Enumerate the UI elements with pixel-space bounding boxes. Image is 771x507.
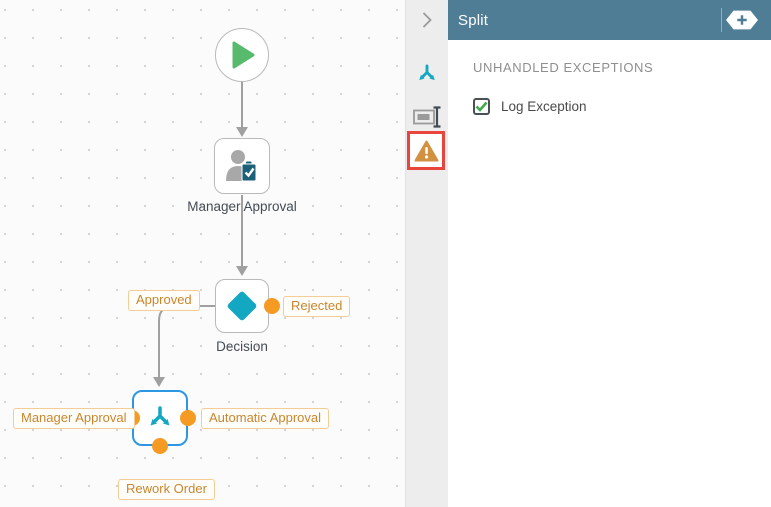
- start-node[interactable]: [215, 28, 269, 82]
- manager-approval-node-label: Manager Approval: [187, 199, 297, 214]
- checkmark-icon: [475, 101, 488, 112]
- add-hexagon-icon[interactable]: [726, 10, 758, 30]
- warning-triangle-icon: [414, 140, 438, 161]
- manager-approval-node[interactable]: [214, 138, 270, 194]
- line-label-approved[interactable]: Approved: [128, 290, 200, 311]
- header-divider: [721, 8, 722, 32]
- decision-diamond-icon: [227, 291, 257, 321]
- panel-body: UNHANDLED EXCEPTIONS Log Exception: [448, 40, 771, 115]
- tool-split-button[interactable]: [406, 54, 448, 94]
- panel-title: Split: [458, 11, 489, 29]
- decision-node[interactable]: [215, 279, 269, 333]
- log-exception-row[interactable]: Log Exception: [473, 98, 771, 115]
- panel-header: Split: [448, 0, 771, 40]
- line-label-rejected[interactable]: Rejected: [283, 296, 351, 317]
- split-icon: [150, 406, 170, 426]
- unhandled-exceptions-title: UNHANDLED EXCEPTIONS: [473, 60, 654, 75]
- collapse-panel-button[interactable]: [406, 0, 448, 40]
- workflow-canvas[interactable]: Manager Approval Decision Approved Rejec…: [0, 0, 405, 507]
- log-exception-checkbox[interactable]: [473, 98, 490, 115]
- split-tool-icon: [419, 64, 435, 81]
- split-right-port[interactable]: [180, 410, 196, 426]
- rename-tool-icon: [412, 106, 440, 128]
- line-label-rework-order[interactable]: Rework Order: [118, 479, 215, 500]
- tool-exceptions-highlight[interactable]: [407, 131, 445, 170]
- line-label-automatic-approval[interactable]: Automatic Approval: [201, 408, 330, 429]
- user-task-icon: [226, 150, 257, 182]
- side-toolbar: [405, 0, 448, 507]
- tool-rename-button[interactable]: [406, 99, 448, 135]
- chevron-right-icon: [422, 12, 432, 28]
- decision-right-port[interactable]: [264, 298, 280, 314]
- connectors-layer: [153, 81, 248, 387]
- log-exception-label: Log Exception: [501, 99, 587, 114]
- decision-node-label: Decision: [216, 339, 268, 354]
- line-label-manager-approval[interactable]: Manager Approval: [13, 408, 135, 429]
- split-bottom-port[interactable]: [152, 438, 168, 454]
- play-icon: [232, 41, 255, 69]
- properties-panel: Split UNHANDLED EXCEPTIONS Log Exception: [448, 0, 771, 507]
